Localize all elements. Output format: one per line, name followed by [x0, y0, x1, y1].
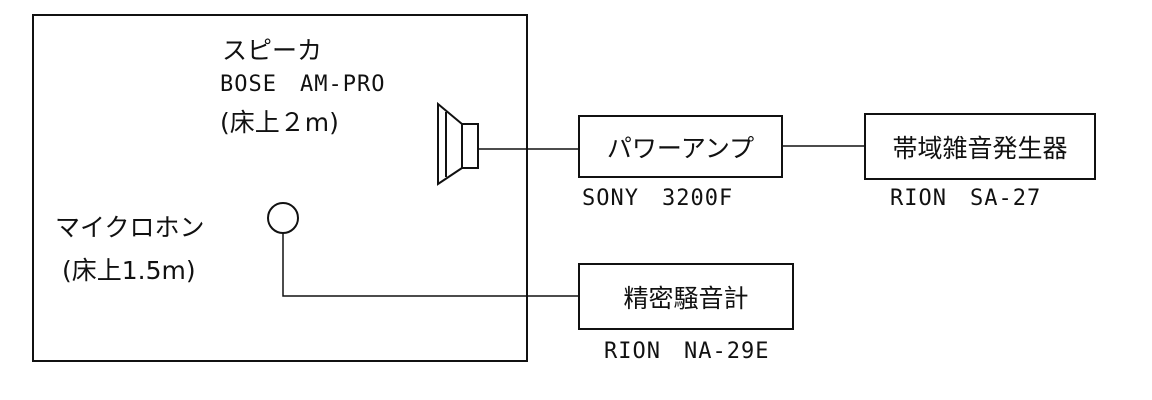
amplifier-box: パワーアンプ — [578, 115, 783, 178]
room-boundary — [32, 14, 528, 362]
generator-label: 帯域雑音発生器 — [892, 133, 1068, 163]
speaker-height: (床上２m) — [220, 108, 339, 137]
speaker-model: BOSE AM-PRO — [220, 72, 386, 97]
speaker-icon — [437, 101, 479, 186]
meter-box: 精密騒音計 — [578, 263, 794, 330]
microphone-meter-wire — [282, 233, 580, 297]
generator-model: RION SA-27 — [890, 186, 1042, 211]
microphone-title: マイクロホン — [55, 213, 205, 242]
amplifier-label: パワーアンプ — [606, 133, 755, 163]
microphone-height: (床上1.5m) — [62, 256, 196, 285]
meter-model: RION NA-29E — [604, 339, 770, 364]
generator-box: 帯域雑音発生器 — [864, 113, 1096, 180]
amplifier-model: SONY 3200F — [582, 186, 734, 211]
microphone-icon — [267, 202, 299, 234]
speaker-title: スピーカ — [222, 36, 323, 65]
meter-label: 精密騒音計 — [623, 283, 749, 313]
